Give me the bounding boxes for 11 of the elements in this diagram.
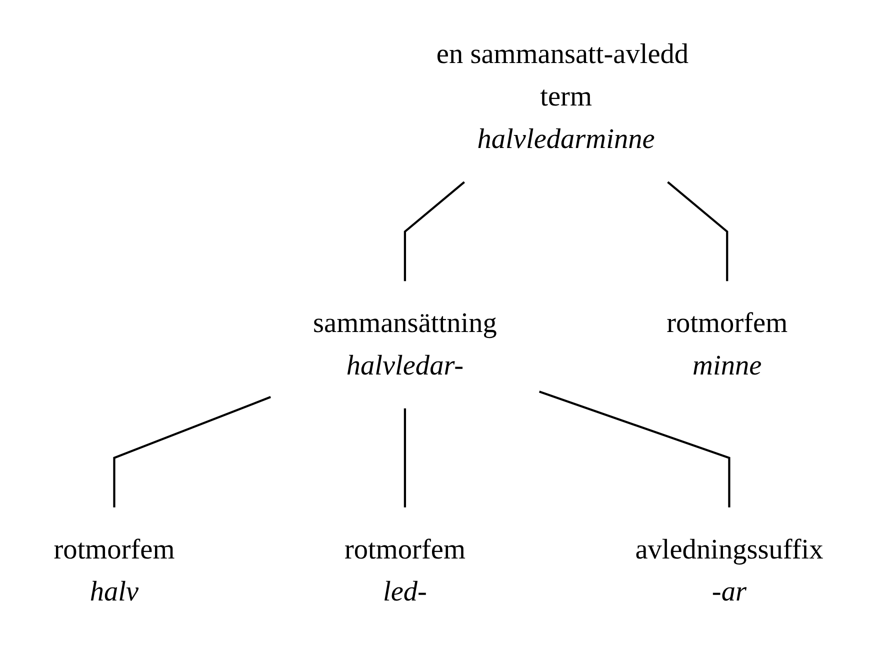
node-text: rotmorfem led- xyxy=(344,534,466,608)
node-text: avledningssuffix -ar xyxy=(635,534,824,608)
node-text: en sammansatt-avledd term halvledarminne xyxy=(436,38,689,155)
node-text: sammansättning halvledar- xyxy=(313,307,497,381)
connector xyxy=(113,396,271,507)
connector xyxy=(538,390,730,507)
connector xyxy=(404,180,465,281)
connector xyxy=(404,408,406,507)
node-text: rotmorfem halv xyxy=(54,534,175,608)
node-text: rotmorfem minne xyxy=(666,307,788,381)
connector xyxy=(667,180,728,281)
